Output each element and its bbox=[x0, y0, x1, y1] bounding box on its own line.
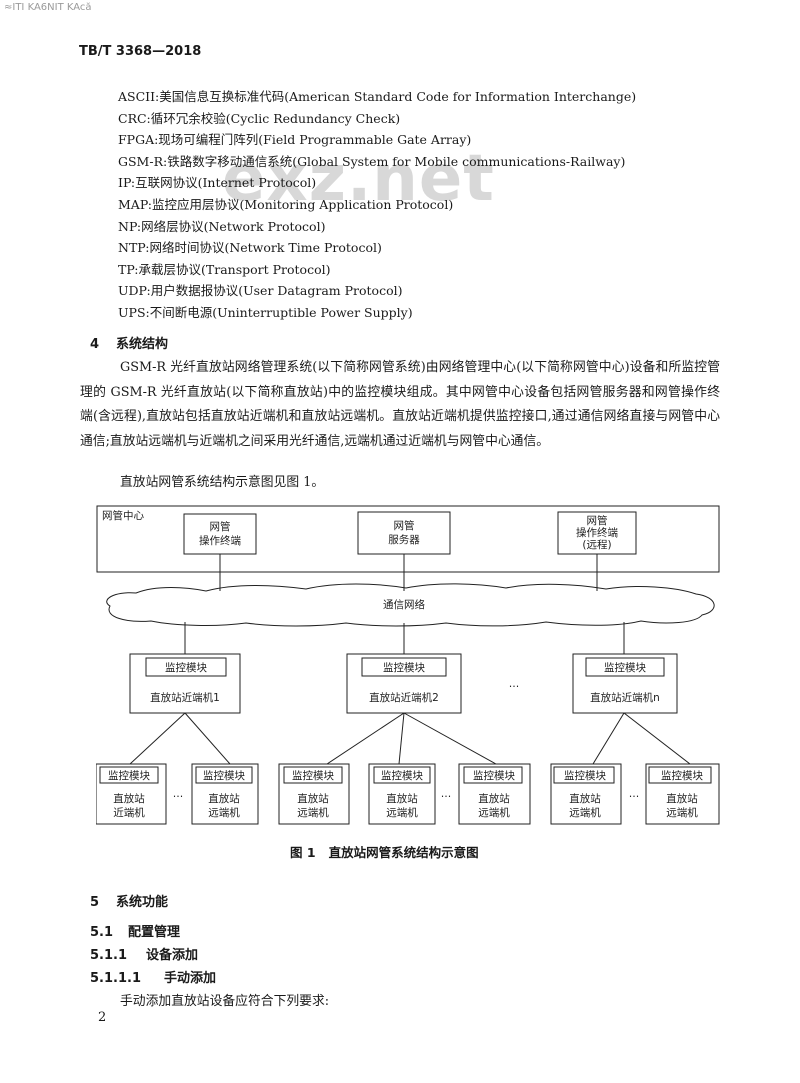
figure-reference: 直放站网管系统结构示意图见图 1。 bbox=[120, 475, 325, 490]
section-4-heading: 4 系统结构 bbox=[90, 333, 168, 352]
center-frame bbox=[96, 505, 720, 573]
svg-text:直放站近端机1: 直放站近端机1 bbox=[150, 691, 220, 704]
svg-text:网管: 网管 bbox=[210, 520, 231, 533]
svg-text:远端机: 远端机 bbox=[569, 806, 601, 819]
terminal-box bbox=[183, 513, 257, 555]
abbreviation-item: UDP:用户数据报协议(User Datagram Protocol) bbox=[118, 283, 403, 299]
svg-text:直放站: 直放站 bbox=[113, 792, 145, 805]
top-margin-mark: ≈ITI KA6NIT KAcă bbox=[4, 2, 92, 13]
svg-text:(远程): (远程) bbox=[582, 539, 611, 551]
svg-text:直放站: 直放站 bbox=[297, 792, 329, 805]
section-title: 系统结构 bbox=[116, 337, 169, 352]
svg-text:监控模块: 监控模块 bbox=[604, 661, 646, 674]
abbreviation-item: ASCII:美国信息互换标准代码(American Standard Code … bbox=[118, 89, 637, 104]
near-unit-n bbox=[572, 653, 678, 714]
figure-caption: 图 1 直放站网管系统结构示意图 bbox=[290, 845, 479, 860]
svg-text:监控模块: 监控模块 bbox=[292, 769, 334, 782]
svg-text:直放站: 直放站 bbox=[666, 792, 698, 805]
svg-text:…: … bbox=[173, 788, 184, 800]
center-label: 网管中心 bbox=[102, 509, 144, 522]
svg-text:直放站近端机2: 直放站近端机2 bbox=[369, 691, 439, 704]
section-4-paragraph: GSM-R 光纤直放站网络管理系统(以下简称网管系统)由网络管理中心(以下简称网… bbox=[80, 360, 720, 449]
network-cloud bbox=[106, 583, 715, 627]
svg-text:…: … bbox=[441, 788, 452, 800]
svg-text:直放站: 直放站 bbox=[569, 792, 601, 805]
abbreviation-item: MAP:监控应用层协议(Monitoring Application Proto… bbox=[118, 196, 454, 212]
page-number: 2 bbox=[98, 1010, 107, 1025]
svg-text:远端机: 远端机 bbox=[386, 806, 418, 819]
svg-text:监控模块: 监控模块 bbox=[203, 769, 245, 782]
abbreviation-list: ASCII:美国信息互换标准代码(American Standard Code … bbox=[118, 86, 636, 324]
abbreviation-item: GSM-R:铁路数字移动通信系统(Global System for Mobil… bbox=[118, 153, 626, 169]
svg-text:监控模块: 监控模块 bbox=[661, 769, 703, 782]
svg-text:监控模块: 监控模块 bbox=[564, 769, 606, 782]
section-5-paragraph: 手动添加直放站设备应符合下列要求: bbox=[120, 994, 330, 1009]
abbreviation-item: UPS:不间断电源(Uninterruptible Power Supply) bbox=[118, 304, 413, 320]
svg-text:网管: 网管 bbox=[394, 519, 415, 532]
abbreviation-item: IP:互联网协议(Internet Protocol) bbox=[118, 175, 317, 191]
svg-text:远端机: 远端机 bbox=[666, 806, 698, 819]
system-structure-diagram: 网管中心 网管 操作终端 网管 服务器 网管 操作终端 (远程) 通信网络 监控… bbox=[96, 505, 720, 825]
svg-text:服务器: 服务器 bbox=[388, 533, 420, 546]
svg-text:操作终端: 操作终端 bbox=[199, 534, 241, 547]
abbreviation-item: CRC:循环冗余校验(Cyclic Redundancy Check) bbox=[118, 110, 401, 126]
server-box bbox=[357, 511, 451, 555]
svg-text:近端机: 近端机 bbox=[113, 806, 145, 819]
svg-text:直放站: 直放站 bbox=[208, 792, 240, 805]
svg-text:监控模块: 监控模块 bbox=[473, 769, 515, 782]
section-number: 4 bbox=[90, 337, 100, 352]
abbreviation-item: TP:承载层协议(Transport Protocol) bbox=[118, 261, 331, 277]
svg-text:监控模块: 监控模块 bbox=[383, 661, 425, 674]
svg-text:…: … bbox=[629, 788, 640, 800]
svg-text:直放站: 直放站 bbox=[478, 792, 510, 805]
abbreviation-item: FPGA:现场可编程门阵列(Field Programmable Gate Ar… bbox=[118, 132, 472, 148]
svg-text:监控模块: 监控模块 bbox=[381, 769, 423, 782]
svg-text:…: … bbox=[509, 678, 520, 690]
svg-text:直放站: 直放站 bbox=[386, 792, 418, 805]
watermark: exz.net bbox=[222, 142, 495, 216]
svg-text:远端机: 远端机 bbox=[478, 806, 510, 819]
abbreviation-item: NP:网络层协议(Network Protocol) bbox=[118, 218, 326, 234]
svg-text:直放站近端机n: 直放站近端机n bbox=[590, 691, 660, 704]
svg-text:网管: 网管 bbox=[587, 514, 608, 527]
svg-text:操作终端: 操作终端 bbox=[576, 526, 618, 539]
svg-text:监控模块: 监控模块 bbox=[108, 769, 150, 782]
svg-text:监控模块: 监控模块 bbox=[165, 661, 207, 674]
network-label: 通信网络 bbox=[383, 598, 425, 611]
abbreviation-item: NTP:网络时间协议(Network Time Protocol) bbox=[118, 240, 382, 256]
svg-text:远端机: 远端机 bbox=[208, 806, 240, 819]
svg-text:远端机: 远端机 bbox=[297, 806, 329, 819]
standard-number: TB/T 3368—2018 bbox=[79, 44, 202, 59]
